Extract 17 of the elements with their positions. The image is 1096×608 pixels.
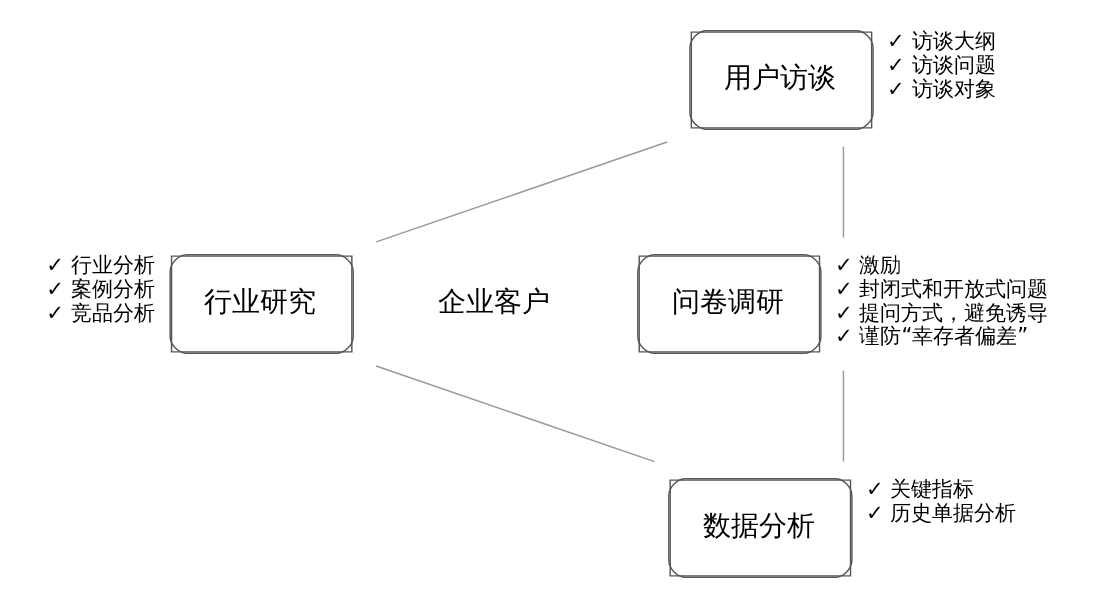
node-label: ✓ 访谈大纲 bbox=[887, 27, 996, 53]
connector bbox=[842, 369, 845, 463]
node-label: ✓ 案例分析 bbox=[46, 275, 155, 301]
node-label: ✓ 行业分析 bbox=[46, 251, 155, 277]
connector bbox=[375, 365, 656, 463]
node-label: ✓ 谨防“幸存者偏差” bbox=[835, 323, 1029, 349]
node-label: ✓ 访谈问题 bbox=[887, 51, 996, 77]
node-label: ✓ 访谈对象 bbox=[887, 75, 996, 101]
node-label: ✓ 封闭式和开放式问题 bbox=[835, 275, 1049, 301]
label: 企业客户 bbox=[437, 285, 550, 319]
connector bbox=[375, 141, 668, 243]
node-label: ✓ 激励 bbox=[835, 251, 902, 277]
node-label: ✓ 竞品分析 bbox=[46, 299, 155, 325]
node-label: ✓ 历史单据分析 bbox=[866, 499, 1017, 525]
connector bbox=[842, 145, 845, 239]
node-label: ✓ 提问方式，避免诱导 bbox=[835, 299, 1049, 325]
node-label: ✓ 关键指标 bbox=[866, 475, 975, 501]
